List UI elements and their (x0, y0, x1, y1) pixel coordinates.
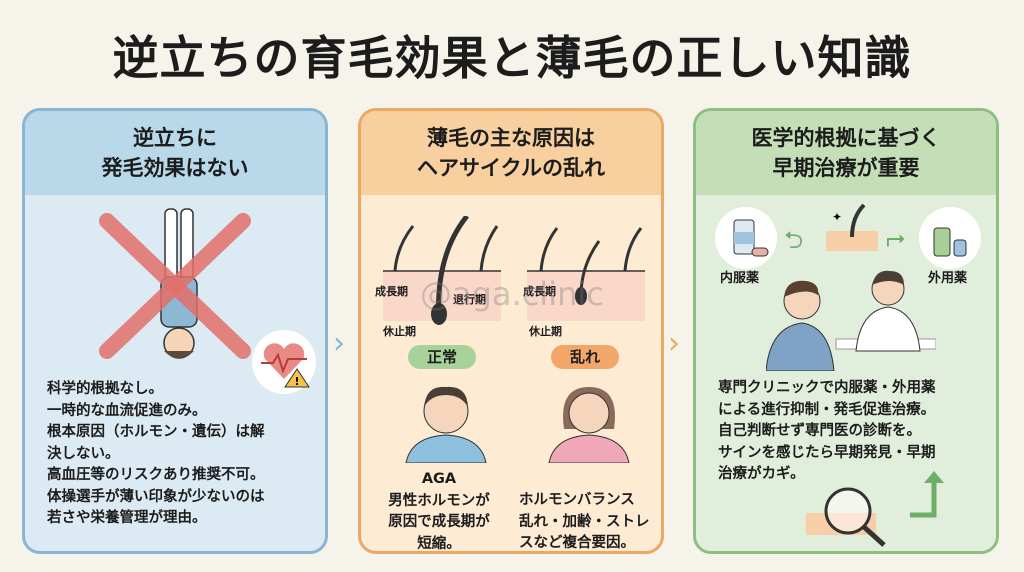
heart-warning-icon: ! (252, 330, 316, 394)
panel-heading: 逆立ちに 発毛効果はない (25, 111, 325, 195)
panel-hair-cycle: 薄毛の主な原因は ヘアサイクルの乱れ 成長期 退行期 休止期 成長期 休止期 正… (358, 108, 664, 554)
man-avatar (405, 386, 487, 463)
svg-text:!: ! (294, 375, 299, 388)
follicle-sparkle-icon: ✦ (826, 203, 878, 251)
oral-medicine-label: 内服薬 (720, 271, 760, 286)
magnifier-follicle-icon (806, 487, 886, 547)
label-growth-normal: 成長期 (375, 285, 408, 298)
svg-text:✦: ✦ (832, 210, 842, 224)
panel-body-text: 専門クリニックで内服薬・外用薬 による進行抑制・発毛促進治療。 自己判断せず専門… (718, 380, 936, 482)
label-rest-normal: 休止期 (383, 325, 416, 338)
arrow-up-icon (910, 471, 944, 518)
woman-avatar (548, 387, 630, 463)
panel-heading: 薄毛の主な原因は ヘアサイクルの乱れ (361, 111, 661, 195)
pill-bottle-icon (715, 207, 777, 269)
spray-bottle-icon (919, 207, 981, 269)
female-cause-text: ホルモンバランス 乱れ・加齢・ストレ スなど複合要因。 (519, 492, 650, 551)
arrow-right-up-icon: ⮣ (886, 223, 906, 251)
topical-medicine-label: 外用薬 (928, 271, 968, 286)
panel-heading: 医学的根拠に基づく 早期治療が重要 (696, 111, 996, 195)
label-regression: 退行期 (453, 293, 486, 306)
panel-handstand: 逆立ちに 発毛効果はない ! 科学的根拠なし。 一時的な血流促進のみ。 根本原因… (22, 108, 328, 554)
label-rest-disrupted: 休止期 (529, 325, 562, 338)
doctor-consultation-illustration (766, 270, 936, 371)
hair-cycle-normal-diagram (383, 216, 501, 325)
arrow-right-icon: › (333, 326, 345, 361)
aga-text: AGA 男性ホルモンが 原因で成長期が 短縮。 (388, 471, 490, 552)
hair-cycle-disrupted-diagram (527, 227, 645, 321)
label-growth-disrupted: 成長期 (523, 285, 556, 298)
normal-badge: 正常 (408, 345, 476, 369)
arrow-right-icon: › (668, 326, 680, 361)
page-title: 逆立ちの育毛効果と薄毛の正しい知識 (112, 31, 912, 85)
panel-treatment: 医学的根拠に基づく 早期治療が重要 内服薬 ✦ ⮌ ⮣ 外用薬 専門クリニックで… (693, 108, 999, 554)
cross-icon (99, 213, 251, 359)
panel-body-text: 科学的根拠なし。 一時的な血流促進のみ。 根本原因（ホルモン・遺伝）は解 決しな… (47, 381, 265, 526)
arrow-left-icon: ⮌ (784, 226, 804, 254)
disrupted-badge: 乱れ (551, 345, 619, 369)
watermark: @aga.clinic (420, 275, 604, 313)
